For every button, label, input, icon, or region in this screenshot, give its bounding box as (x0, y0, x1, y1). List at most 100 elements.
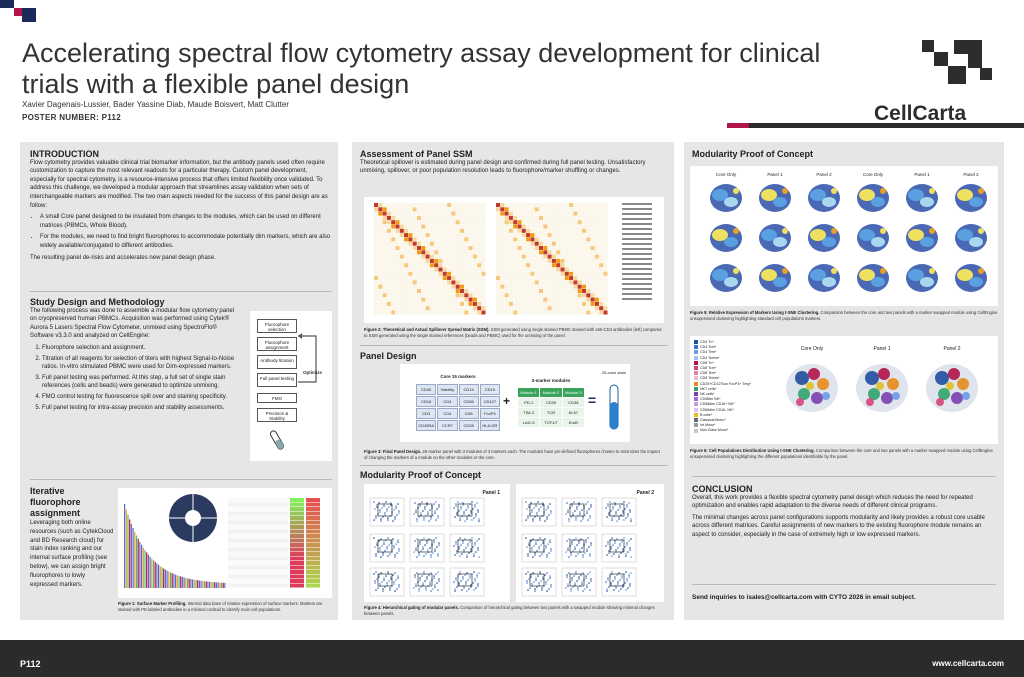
divider (360, 465, 668, 466)
legend-item: CD56bri NK* (694, 397, 764, 402)
divider (692, 476, 996, 477)
figure-2-ssm (364, 197, 664, 323)
caption-label: Figure 5: Relative Expression of Markers… (690, 310, 820, 315)
legend-item: CD8 Tn* (694, 361, 764, 366)
tsne-column-label: Core Only (716, 172, 737, 177)
core-marker-cell: Viability (437, 384, 458, 395)
divider (30, 291, 332, 292)
figure-4-caption: Figure 4: Hierarchical gating of modular… (364, 605, 664, 616)
figure-4-panel-2: Panel 2 (516, 484, 664, 602)
modularity-left-section: Modularity Proof of Concept (360, 471, 660, 480)
study-step: Full panel testing for intra-assay preci… (42, 404, 242, 413)
logo-text: CellCarta (874, 102, 967, 125)
study-step: FMO control testing for fluorescence spi… (42, 393, 242, 402)
core-marker-cell: CD28 (458, 420, 479, 431)
legend-item: CD4 Tem* (694, 350, 764, 355)
intro-bullet-1: A small Core panel designed to be insula… (40, 213, 332, 230)
core-marker-cell: CD16 (416, 396, 437, 407)
divider (692, 584, 996, 585)
core-marker-cell: CD56 (458, 396, 479, 407)
module-header-cell: Module 3 (562, 388, 584, 397)
module-title: 3-marker modules (531, 378, 571, 383)
legend-item: CD56dim CD16+ NK* (694, 402, 764, 407)
iterative-paragraph: Leveraging both online resources (such a… (30, 520, 114, 588)
core-marker-cell: CD45RA (416, 420, 437, 431)
module-marker-cell: CD39 (540, 398, 562, 407)
intro-bullet-2: For the modules, we need to find bright … (40, 233, 332, 250)
module-marker-cell: TIM-3 (518, 408, 540, 417)
tube-icon (609, 384, 619, 430)
authors: Xavier Dagenais-Lussier, Bader Yassine D… (22, 100, 289, 109)
footer-poster-id: P112 (20, 659, 41, 669)
core-marker-cell: CD14 (458, 384, 479, 395)
intro-paragraph: Flow cytometry provides valuable clinica… (30, 159, 328, 209)
legend-item: CD8 Temra* (694, 376, 764, 381)
plus-icon: + (503, 394, 511, 408)
caption-label: Figure 2: Theoretical and Actual Spillov… (364, 327, 490, 332)
legend-item: Non-Class Mono* (694, 428, 764, 433)
workflow-step: Fluorophore selection (257, 319, 297, 333)
core-marker-cell: CD19 (479, 384, 500, 395)
ssm-paragraph: Theoretical spillover is estimated durin… (360, 159, 646, 175)
study-section: Study Design and Methodology The followi… (30, 298, 242, 414)
legend-item: NK cells* (694, 392, 764, 397)
conclusion-paragraph-2: The minimal changes across panel configu… (692, 514, 985, 538)
workflow-step: Precision & Stability (257, 408, 297, 422)
module-marker-cell: LAG-3 (518, 418, 540, 427)
tsne-column-label: Panel 1 (914, 172, 930, 177)
figure-4-panel-1: Panel 1 (364, 484, 510, 602)
study-heading: Study Design and Methodology (30, 297, 165, 307)
divider (360, 345, 668, 346)
footer-website-link[interactable]: www.cellcarta.com (932, 659, 1004, 668)
legend-item: CD25+CD127low FoxP3+ Treg* (694, 382, 764, 387)
legend-item: CD56dim CD16- NK* (694, 408, 764, 413)
ssm-section: Assessment of Panel SSM Theoretical spil… (360, 150, 670, 179)
legend-item: Classical Mono* (694, 418, 764, 423)
panel-2-label: Panel 2 (636, 490, 654, 496)
legend-item: CD4 Tn* (694, 340, 764, 345)
figure-1-surface-profiling (118, 488, 332, 598)
corner-square-red (14, 8, 22, 16)
study-step: Titration of all reagents for selection … (42, 355, 242, 372)
figure-3-caption: Figure 3: Final Panel Design. 25-marker … (364, 449, 664, 460)
panel-design-section: Panel Design (360, 352, 660, 361)
corner-square-navy-2 (22, 8, 36, 22)
caption-text: Comparison between the core and two pane… (690, 310, 998, 321)
workflow-step: Full panel testing (257, 373, 297, 387)
conclusion-paragraph-1: Overall, this work provides a flexible s… (692, 494, 973, 510)
poster-title: Accelerating spectral flow cytometry ass… (22, 38, 821, 99)
caption-label: Figure 4: Hierarchical gating of modular… (364, 605, 459, 610)
study-paragraph: The following process was done to assemb… (30, 307, 235, 340)
accent-bar-red (727, 123, 749, 128)
intro-section: INTRODUCTION Flow cytometry provides val… (30, 150, 332, 265)
umap-title: Panel 2 (944, 346, 961, 352)
legend-item: B cells* (694, 413, 764, 418)
caption-label: Figure 3: Final Panel Design. (364, 449, 422, 454)
modularity-left-heading: Modularity Proof of Concept (360, 470, 481, 480)
accent-bar-dark (749, 123, 1024, 128)
test-tube-icon (270, 430, 284, 450)
module-header-cell: Module 1 (518, 388, 540, 397)
umap-title: Panel 1 (874, 346, 891, 352)
divider (30, 479, 332, 480)
footer-bar (0, 640, 1024, 677)
study-step: Fluorophore selection and assignment. (42, 344, 242, 353)
figure-5-caption: Figure 5: Relative Expression of Markers… (690, 310, 998, 321)
caption-text: 25-marker panel with 3 modules of 3 mark… (364, 449, 660, 460)
module-marker-cell: TCF1/7 (540, 418, 562, 427)
module-header-cell: Module 2 (540, 388, 562, 397)
workflow-arrows-icon (298, 333, 317, 383)
caption-label: Figure 1: Surface Marker Profiling. (118, 601, 187, 606)
tsne-column-label: Panel 2 (816, 172, 832, 177)
cellcarta-logo-icon (922, 40, 992, 84)
caption-label: Figure 6: Cell Populations Distribution … (690, 448, 815, 453)
study-step: Full panel testing was performed. At thi… (42, 374, 242, 391)
inquiry-text: Send inquiries to isales@cellcarta.com w… (692, 594, 916, 601)
corner-square-navy (0, 0, 14, 8)
module-marker-cell: EroB (562, 418, 584, 427)
workflow-step: Fluorophore assignment (257, 337, 297, 351)
module-marker-cell: PD-1 (518, 398, 540, 407)
intro-heading: INTRODUCTION (30, 149, 99, 159)
